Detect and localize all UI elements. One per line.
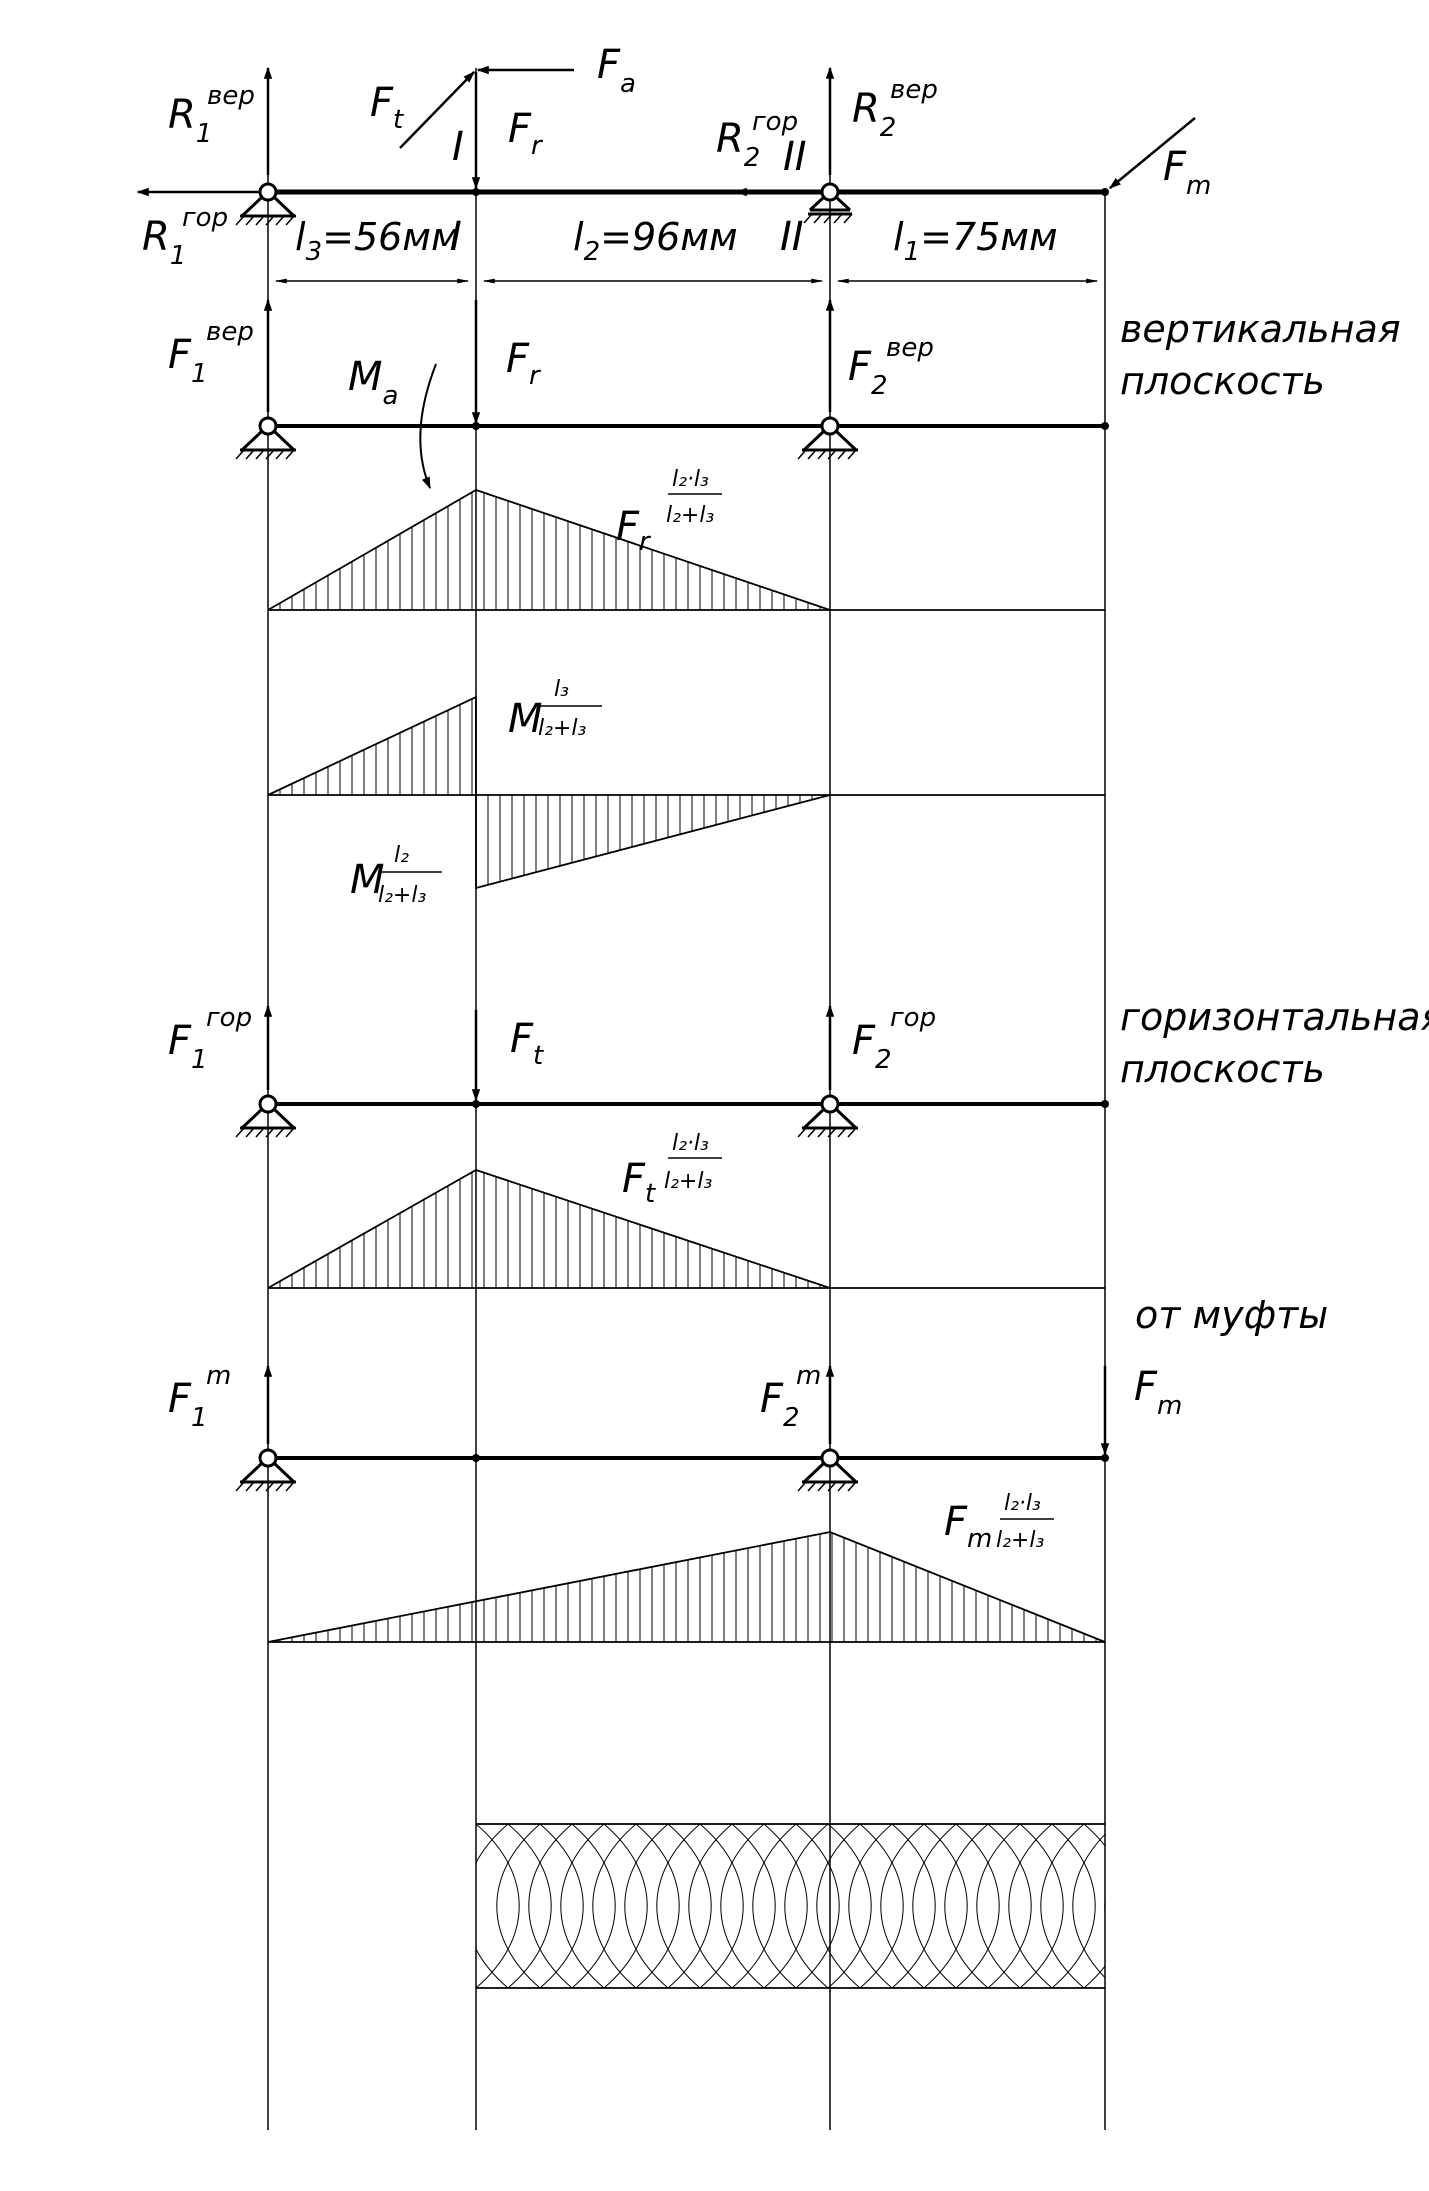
label-horizontal-f2: F2 [852, 1018, 892, 1075]
label-r1-vertical: R1 [168, 92, 212, 149]
epure-ma-lower-denominator: l₂+l₃ [378, 883, 426, 908]
vertical-plane-title-2: плоскость [1120, 359, 1325, 403]
epure-ma-lower-label: M [350, 857, 385, 903]
load-scheme: R1 вер R1 гор Ft Fa I Fr R2 гор II R2 ве… [136, 42, 1211, 284]
coupling-title: от муфты [1135, 1293, 1328, 1337]
epure-ma: M l₃ l₂+l₃ M l₂ l₂+l₃ [267, 677, 1105, 908]
label-r1-horizontal: R1 [142, 214, 186, 271]
epure-fr-denominator: l₂+l₃ [666, 503, 714, 528]
force-fm-arrow [1109, 117, 1196, 189]
vertical-support-1 [235, 416, 296, 460]
vertical-plane-title-1: вертикальная [1120, 307, 1401, 351]
label-coupling-f1-sup: m [206, 1361, 231, 1391]
dim-label-l2: l2=96мм [573, 215, 738, 267]
vertical-support-2 [797, 416, 858, 460]
epure-fm: Fm l₂·l₃ l₂+l₃ [267, 1491, 1106, 1643]
label-r1-vertical-sup: вер [207, 81, 255, 111]
epure-ft-numerator: l₂·l₃ [672, 1131, 709, 1156]
horizontal-plane-title-1: горизонтальная [1120, 995, 1429, 1039]
epure-ft: Ft l₂·l₃ l₂+l₃ [267, 1131, 1105, 1289]
epure-ma-upper-numerator: l₃ [554, 677, 569, 702]
force-ft-arrow [399, 71, 475, 149]
label-fa: Fa [597, 42, 636, 99]
epure-fr: Fr l₂·l₃ l₂+l₃ [267, 467, 1105, 611]
guide-lines [267, 68, 1106, 2130]
epure-fm-numerator: l₂·l₃ [1004, 1491, 1041, 1516]
epure-ft-denominator: l₂+l₃ [664, 1169, 712, 1194]
label-section-2-bottom: II [780, 214, 804, 260]
label-horizontal-f1-sup: гор [206, 1003, 252, 1033]
label-section-1-bottom: I [450, 214, 462, 260]
label-r2-horizontal-sup: гор [752, 107, 798, 137]
horizontal-plane-scheme: горизонтальная плоскость F1 гор Ft F2 го… [168, 995, 1429, 1138]
label-r2-vertical: R2 [852, 86, 896, 143]
label-fm-top: Fm [1163, 144, 1211, 201]
label-vertical-f2-sup: вер [886, 333, 934, 363]
label-section-2-top: II [783, 134, 807, 180]
label-vertical-f1-sup: вер [206, 317, 254, 347]
coupling-support-1 [235, 1448, 296, 1492]
coupling-support-2 [797, 1448, 858, 1492]
label-r2-vertical-sup: вер [890, 75, 938, 105]
coupling-scheme: от муфты F1 m F2 m Fm [168, 1293, 1328, 1492]
label-coupling-fm: Fm [1134, 1364, 1182, 1421]
label-coupling-f2: F2 [760, 1376, 800, 1433]
label-vertical-f1: F1 [168, 332, 208, 389]
horizontal-support-1 [235, 1094, 296, 1138]
epure-ma-upper-denominator: l₂+l₃ [538, 716, 586, 741]
epure-fr-numerator: l₂·l₃ [672, 467, 709, 492]
label-section-1-top: I [452, 124, 464, 170]
horizontal-support-2 [797, 1094, 858, 1138]
moment-ma-arrow [419, 363, 437, 490]
label-vertical-f2: F2 [848, 344, 888, 401]
label-fr: Fr [508, 106, 544, 161]
label-horizontal-f2-sup: гор [890, 1003, 936, 1033]
label-r1-horizontal-sup: гор [182, 203, 228, 233]
epure-ma-upper-label: M [508, 696, 543, 742]
end-point [1101, 188, 1109, 196]
epure-fm-label: Fm [944, 1499, 992, 1554]
epure-ft-label: Ft [622, 1156, 656, 1209]
dim-label-l3: l3=56мм [295, 215, 460, 267]
label-ma: Ma [348, 354, 398, 411]
label-vertical-fr: Fr [506, 336, 542, 391]
horizontal-plane-title-2: плоскость [1120, 1047, 1325, 1091]
load-point [472, 188, 480, 196]
epure-fm-denominator: l₂+l₃ [996, 1528, 1044, 1553]
label-horizontal-ft: Ft [510, 1016, 544, 1071]
label-coupling-f1: F1 [168, 1376, 208, 1433]
support-2 [803, 182, 853, 224]
vertical-plane-scheme: вертикальная плоскость F1 вер Ma Fr F2 в… [168, 298, 1401, 490]
epure-ma-lower-numerator: l₂ [394, 843, 409, 868]
label-coupling-f2-sup: m [796, 1361, 821, 1391]
label-r2-horizontal: R2 [716, 116, 760, 173]
epure-fr-label: Fr [616, 504, 652, 557]
support-1 [235, 182, 296, 226]
epure-torque [476, 1823, 1105, 1989]
dim-label-l1: l1=75мм [893, 215, 1058, 267]
label-horizontal-f1: F1 [168, 1018, 208, 1075]
label-ft: Ft [370, 80, 404, 135]
